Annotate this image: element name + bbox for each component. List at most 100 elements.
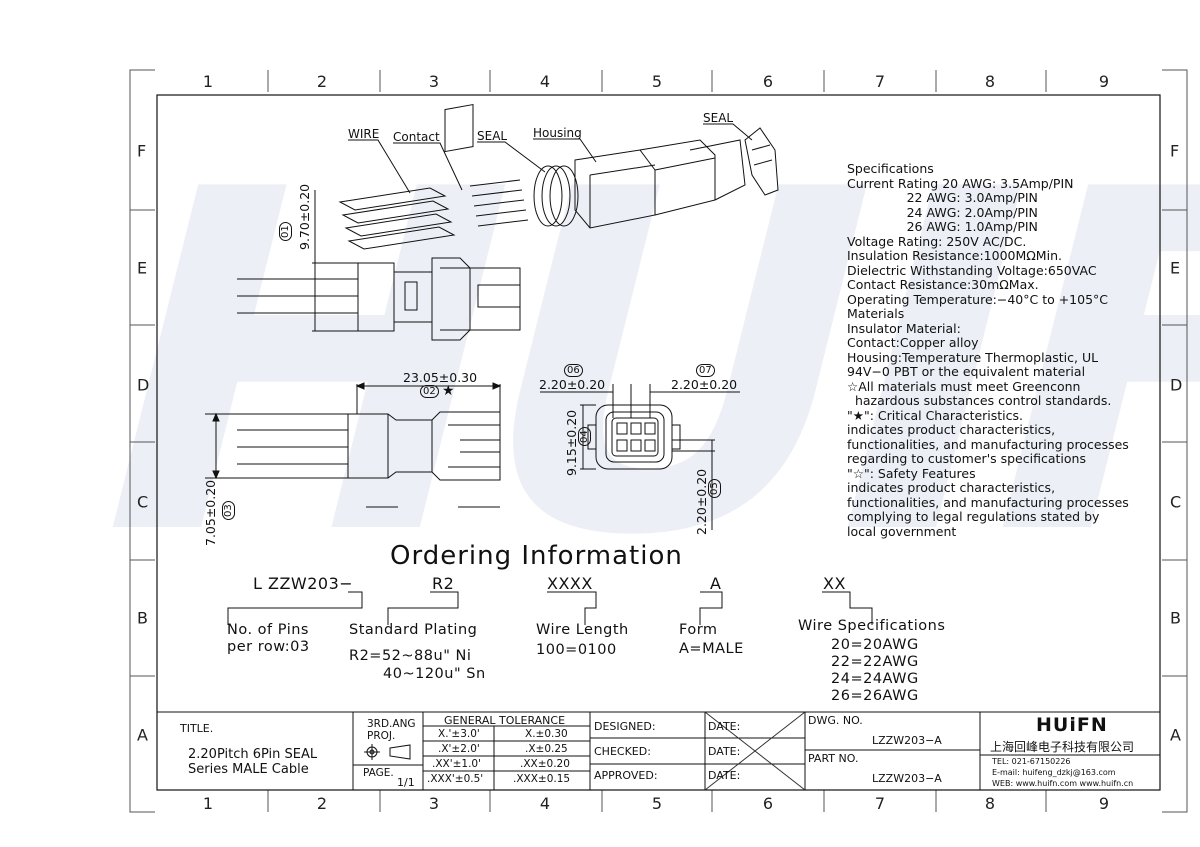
tolerance-cell: X.±0.30 xyxy=(525,728,568,740)
form-label: Form xyxy=(679,622,718,638)
drawing-title-line-1: 2.20Pitch 6Pin SEAL xyxy=(188,747,318,762)
dim-07-value: 2.20±0.20 xyxy=(671,377,738,392)
date-label-checked: DATE: xyxy=(708,745,741,758)
company-logo: HUiFN xyxy=(1036,714,1108,736)
tolerance-cell: .XX±0.20 xyxy=(520,758,570,770)
ordering-prefix: L ZZW203− xyxy=(253,574,354,593)
callout-contact: Contact xyxy=(393,130,440,144)
ordering-code-length: XXXX xyxy=(547,574,593,593)
drawing-title-line-2: Series MALE Cable xyxy=(188,762,309,777)
spec-line: Materials xyxy=(847,306,905,321)
tolerance-cell: .XX'±1.0' xyxy=(432,758,481,770)
ordering-leaders xyxy=(227,591,873,625)
designed-label: DESIGNED: xyxy=(594,720,656,733)
dim-03-value: 7.05±0.20 xyxy=(203,479,218,546)
dim-06-value: 2.20±0.20 xyxy=(539,377,606,392)
spec-line: "★": Critical Characteristics. xyxy=(847,407,1024,423)
tolerance-header: GENERAL TOLERANCE xyxy=(444,714,566,727)
page-value: 1/1 xyxy=(397,776,415,789)
dim-02-value: 23.05±0.30 xyxy=(403,370,478,385)
dim-05-tag: 05 xyxy=(708,479,721,498)
company-tel: TEL: 021-67150226 xyxy=(992,757,1071,766)
company-email: E-mail: huifeng_dzkj@163.com xyxy=(992,768,1116,777)
spec-line: indicates product characteristics, xyxy=(847,480,1056,495)
tolerance-cell: X.'±3.0' xyxy=(438,728,480,740)
company-name: 上海回峰电子科技有限公司 xyxy=(990,740,1135,754)
title-label: TITLE. xyxy=(180,722,214,735)
pins-value: per row:03 xyxy=(227,639,310,655)
dim-06-tag: 06 xyxy=(564,364,583,377)
part-no-label: PART NO. xyxy=(808,752,859,765)
tolerance-cell: .XXX±0.15 xyxy=(513,773,571,785)
ordering-code-form: A xyxy=(710,574,722,593)
dim-01-value: 9.70±0.20 xyxy=(297,183,312,250)
part-no-value: LZZW203−A xyxy=(872,772,942,785)
callout-seal-front: SEAL xyxy=(703,111,734,125)
side-view-upper xyxy=(237,190,521,341)
spec-line: Housing:Temperature Thermoplastic, UL xyxy=(847,349,1099,365)
spec-line: Insulation Resistance:1000MΩMin. xyxy=(847,248,1062,263)
plating-option-ni: R2=52~88u" Ni xyxy=(349,648,472,664)
wire-option: 24=24AWG xyxy=(831,671,919,687)
critical-star-icon: ★ xyxy=(442,383,455,399)
spec-line: regarding to customer's specifications xyxy=(847,451,1086,466)
ordering-code-wire: XX xyxy=(823,574,846,593)
dim-04-value: 9.15±0.20 xyxy=(564,409,579,476)
dim-02-tag: 02 xyxy=(420,385,439,398)
dim-07-tag: 07 xyxy=(696,364,715,377)
spec-line: functionalities, and manufacturing proce… xyxy=(847,494,1129,510)
projection-label: 3RD.ANG xyxy=(367,718,416,730)
inner-border xyxy=(156,94,1161,791)
tolerance-cell: .X'±2.0' xyxy=(438,743,480,755)
spec-line: 26 AWG: 1.0Amp/PIN xyxy=(847,219,1038,234)
spec-line: 24 AWG: 2.0Amp/PIN xyxy=(847,204,1038,220)
company-web: WEB: www.huifn.com www.huifn.cn xyxy=(992,779,1134,788)
spec-line: local government xyxy=(847,523,957,539)
pins-label: No. of Pins xyxy=(227,622,309,638)
page-label: PAGE. xyxy=(363,767,394,779)
spec-line: Insulator Material: xyxy=(847,320,961,336)
spec-line: functionalities, and manufacturing proce… xyxy=(847,436,1129,452)
spec-line: 94V−0 PBT or the equivalent material xyxy=(847,364,1086,379)
ordering-code-plating: R2 xyxy=(432,574,455,593)
spec-line: ☆All materials must meet Greenconn xyxy=(847,378,1081,394)
callout-housing: Housing xyxy=(533,126,582,140)
date-label-designed: DATE: xyxy=(708,720,741,733)
date-label-approved: DATE: xyxy=(708,769,741,782)
spec-line: indicates product characteristics, xyxy=(847,422,1056,437)
spec-line: hazardous substances control standards. xyxy=(847,393,1112,408)
length-label: Wire Length xyxy=(536,622,629,638)
form-option: A=MALE xyxy=(679,641,744,657)
wire-option: 20=20AWG xyxy=(831,637,919,653)
title-block-lines xyxy=(157,711,1160,791)
length-option: 100=0100 xyxy=(536,642,617,658)
side-view-lower xyxy=(205,382,502,508)
spec-line: complying to legal regulations stated by xyxy=(847,509,1100,524)
callout-wire: WIRE xyxy=(348,127,380,141)
dwg-no-label: DWG. NO. xyxy=(808,714,863,727)
wire-spec-label: Wire Specifications xyxy=(798,618,946,634)
spec-line: 22 AWG: 3.0Amp/PIN xyxy=(847,190,1038,205)
projection-label-2: PROJ. xyxy=(367,730,396,742)
spec-line: Specifications xyxy=(847,161,934,176)
specifications-block: Specifications Current Rating 20 AWG: 3.… xyxy=(847,161,1129,539)
spec-line: Operating Temperature:−40°C to +105°C xyxy=(847,291,1109,307)
callout-seal-rear: SEAL xyxy=(477,129,508,143)
approved-label: APPROVED: xyxy=(594,769,658,782)
spec-line: Current Rating 20 AWG: 3.5Amp/PIN xyxy=(847,175,1074,191)
tolerance-cell: .X±0.25 xyxy=(525,743,568,755)
checked-label: CHECKED: xyxy=(594,745,651,758)
dim-03-tag: 03 xyxy=(222,501,235,520)
front-view xyxy=(540,384,740,530)
spec-line: Contact Resistance:30mΩMax. xyxy=(847,277,1039,292)
dim-01-tag: 01 xyxy=(279,222,292,241)
exploded-view xyxy=(338,104,779,250)
dim-05-value: 2.20±0.20 xyxy=(694,468,709,535)
spec-line: "☆": Safety Features xyxy=(847,465,976,481)
plating-option-sn: 40~120u" Sn xyxy=(383,666,486,682)
plating-label: Standard Plating xyxy=(349,622,478,638)
dim-04-tag: 04 xyxy=(578,427,591,446)
ordering-title: Ordering Information xyxy=(390,541,683,571)
tolerance-cell: .XXX'±0.5' xyxy=(427,773,484,785)
